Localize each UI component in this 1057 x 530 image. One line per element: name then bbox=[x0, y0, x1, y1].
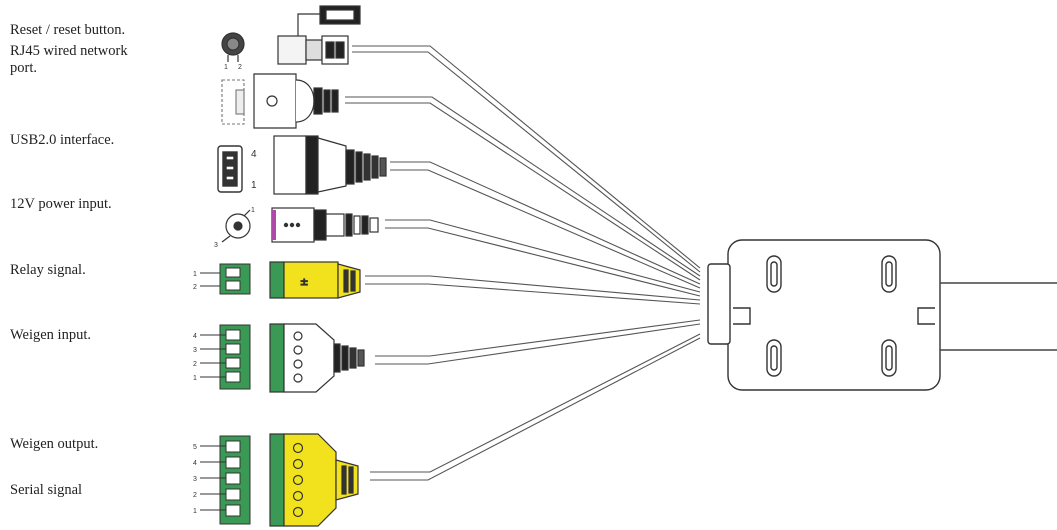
usb-pin-1: 1 bbox=[251, 180, 257, 191]
rj45-connector bbox=[253, 73, 339, 129]
usb-pin-4: 4 bbox=[251, 149, 257, 160]
relay-pin-2: 2 bbox=[193, 284, 197, 291]
reset-connector bbox=[277, 5, 361, 65]
label-power: 12V power input. bbox=[10, 196, 112, 212]
reset-button-icon bbox=[221, 32, 245, 62]
svg-text:±: ± bbox=[300, 277, 308, 288]
wire-reset-a bbox=[352, 45, 701, 269]
usb-connector bbox=[273, 135, 387, 195]
weigen-in-pin-1: 1 bbox=[193, 375, 197, 382]
dc-jack-icon bbox=[221, 209, 251, 243]
output-cable bbox=[940, 282, 1057, 351]
label-reset: Reset / reset button. bbox=[10, 22, 126, 38]
side-tab-right bbox=[917, 307, 935, 325]
wire-relay-b bbox=[365, 283, 701, 305]
wire-rj45-b bbox=[345, 102, 701, 281]
wire-usb-a bbox=[390, 161, 701, 285]
junction-box-body bbox=[727, 239, 941, 391]
label-serial: Serial signal bbox=[10, 482, 83, 498]
weigen-out-pin-1: 1 bbox=[193, 508, 197, 515]
relay-connector: ± bbox=[269, 261, 361, 299]
wire-weigen-in-b bbox=[375, 323, 701, 365]
weigen-input-connector bbox=[269, 323, 365, 393]
label-weigen-output: Weigen output. bbox=[10, 436, 99, 452]
wire-rj45-a bbox=[345, 96, 701, 277]
label-usb: USB2.0 interface. bbox=[10, 132, 115, 148]
weigen-in-pin-2: 2 bbox=[193, 361, 197, 368]
weigen-out-pin-3: 3 bbox=[193, 476, 197, 483]
label-rj45: RJ45 wired network port. bbox=[10, 43, 128, 76]
weigen-out-pin-4: 4 bbox=[193, 460, 197, 467]
junction-box-collar bbox=[707, 263, 731, 345]
reset-pin-2: 2 bbox=[238, 64, 242, 71]
wire-power-b bbox=[385, 227, 701, 297]
power-pin-1: 1 bbox=[251, 207, 255, 214]
label-weigen-input: Weigen input. bbox=[10, 327, 91, 343]
weigen-output-terminal-block bbox=[200, 435, 251, 525]
wire-reset-b bbox=[352, 51, 701, 273]
relay-terminal-block bbox=[200, 263, 251, 295]
usb-port-icon bbox=[217, 145, 243, 193]
weigen-output-connector bbox=[269, 433, 359, 527]
weigen-out-pin-2: 2 bbox=[193, 492, 197, 499]
dc-power-connector bbox=[271, 207, 379, 243]
rj45-port-icon bbox=[221, 79, 245, 125]
wire-weigen-in-a bbox=[375, 319, 701, 357]
relay-pin-1: 1 bbox=[193, 271, 197, 278]
weigen-in-pin-4: 4 bbox=[193, 333, 197, 340]
weigen-input-terminal-block bbox=[200, 324, 251, 390]
wire-usb-b bbox=[390, 169, 701, 289]
wire-weigen-out-a bbox=[370, 333, 701, 473]
wire-bundle bbox=[345, 45, 701, 481]
side-tab-left bbox=[733, 307, 751, 325]
junction-box bbox=[707, 239, 941, 391]
weigen-out-pin-5: 5 bbox=[193, 444, 197, 451]
wire-relay-a bbox=[365, 275, 701, 301]
power-pin-3: 3 bbox=[214, 242, 218, 249]
wire-weigen-out-b bbox=[370, 337, 701, 481]
wire-power-a bbox=[385, 219, 701, 293]
weigen-in-pin-3: 3 bbox=[193, 347, 197, 354]
label-relay: Relay signal. bbox=[10, 262, 86, 278]
reset-pin-1: 1 bbox=[224, 64, 228, 71]
